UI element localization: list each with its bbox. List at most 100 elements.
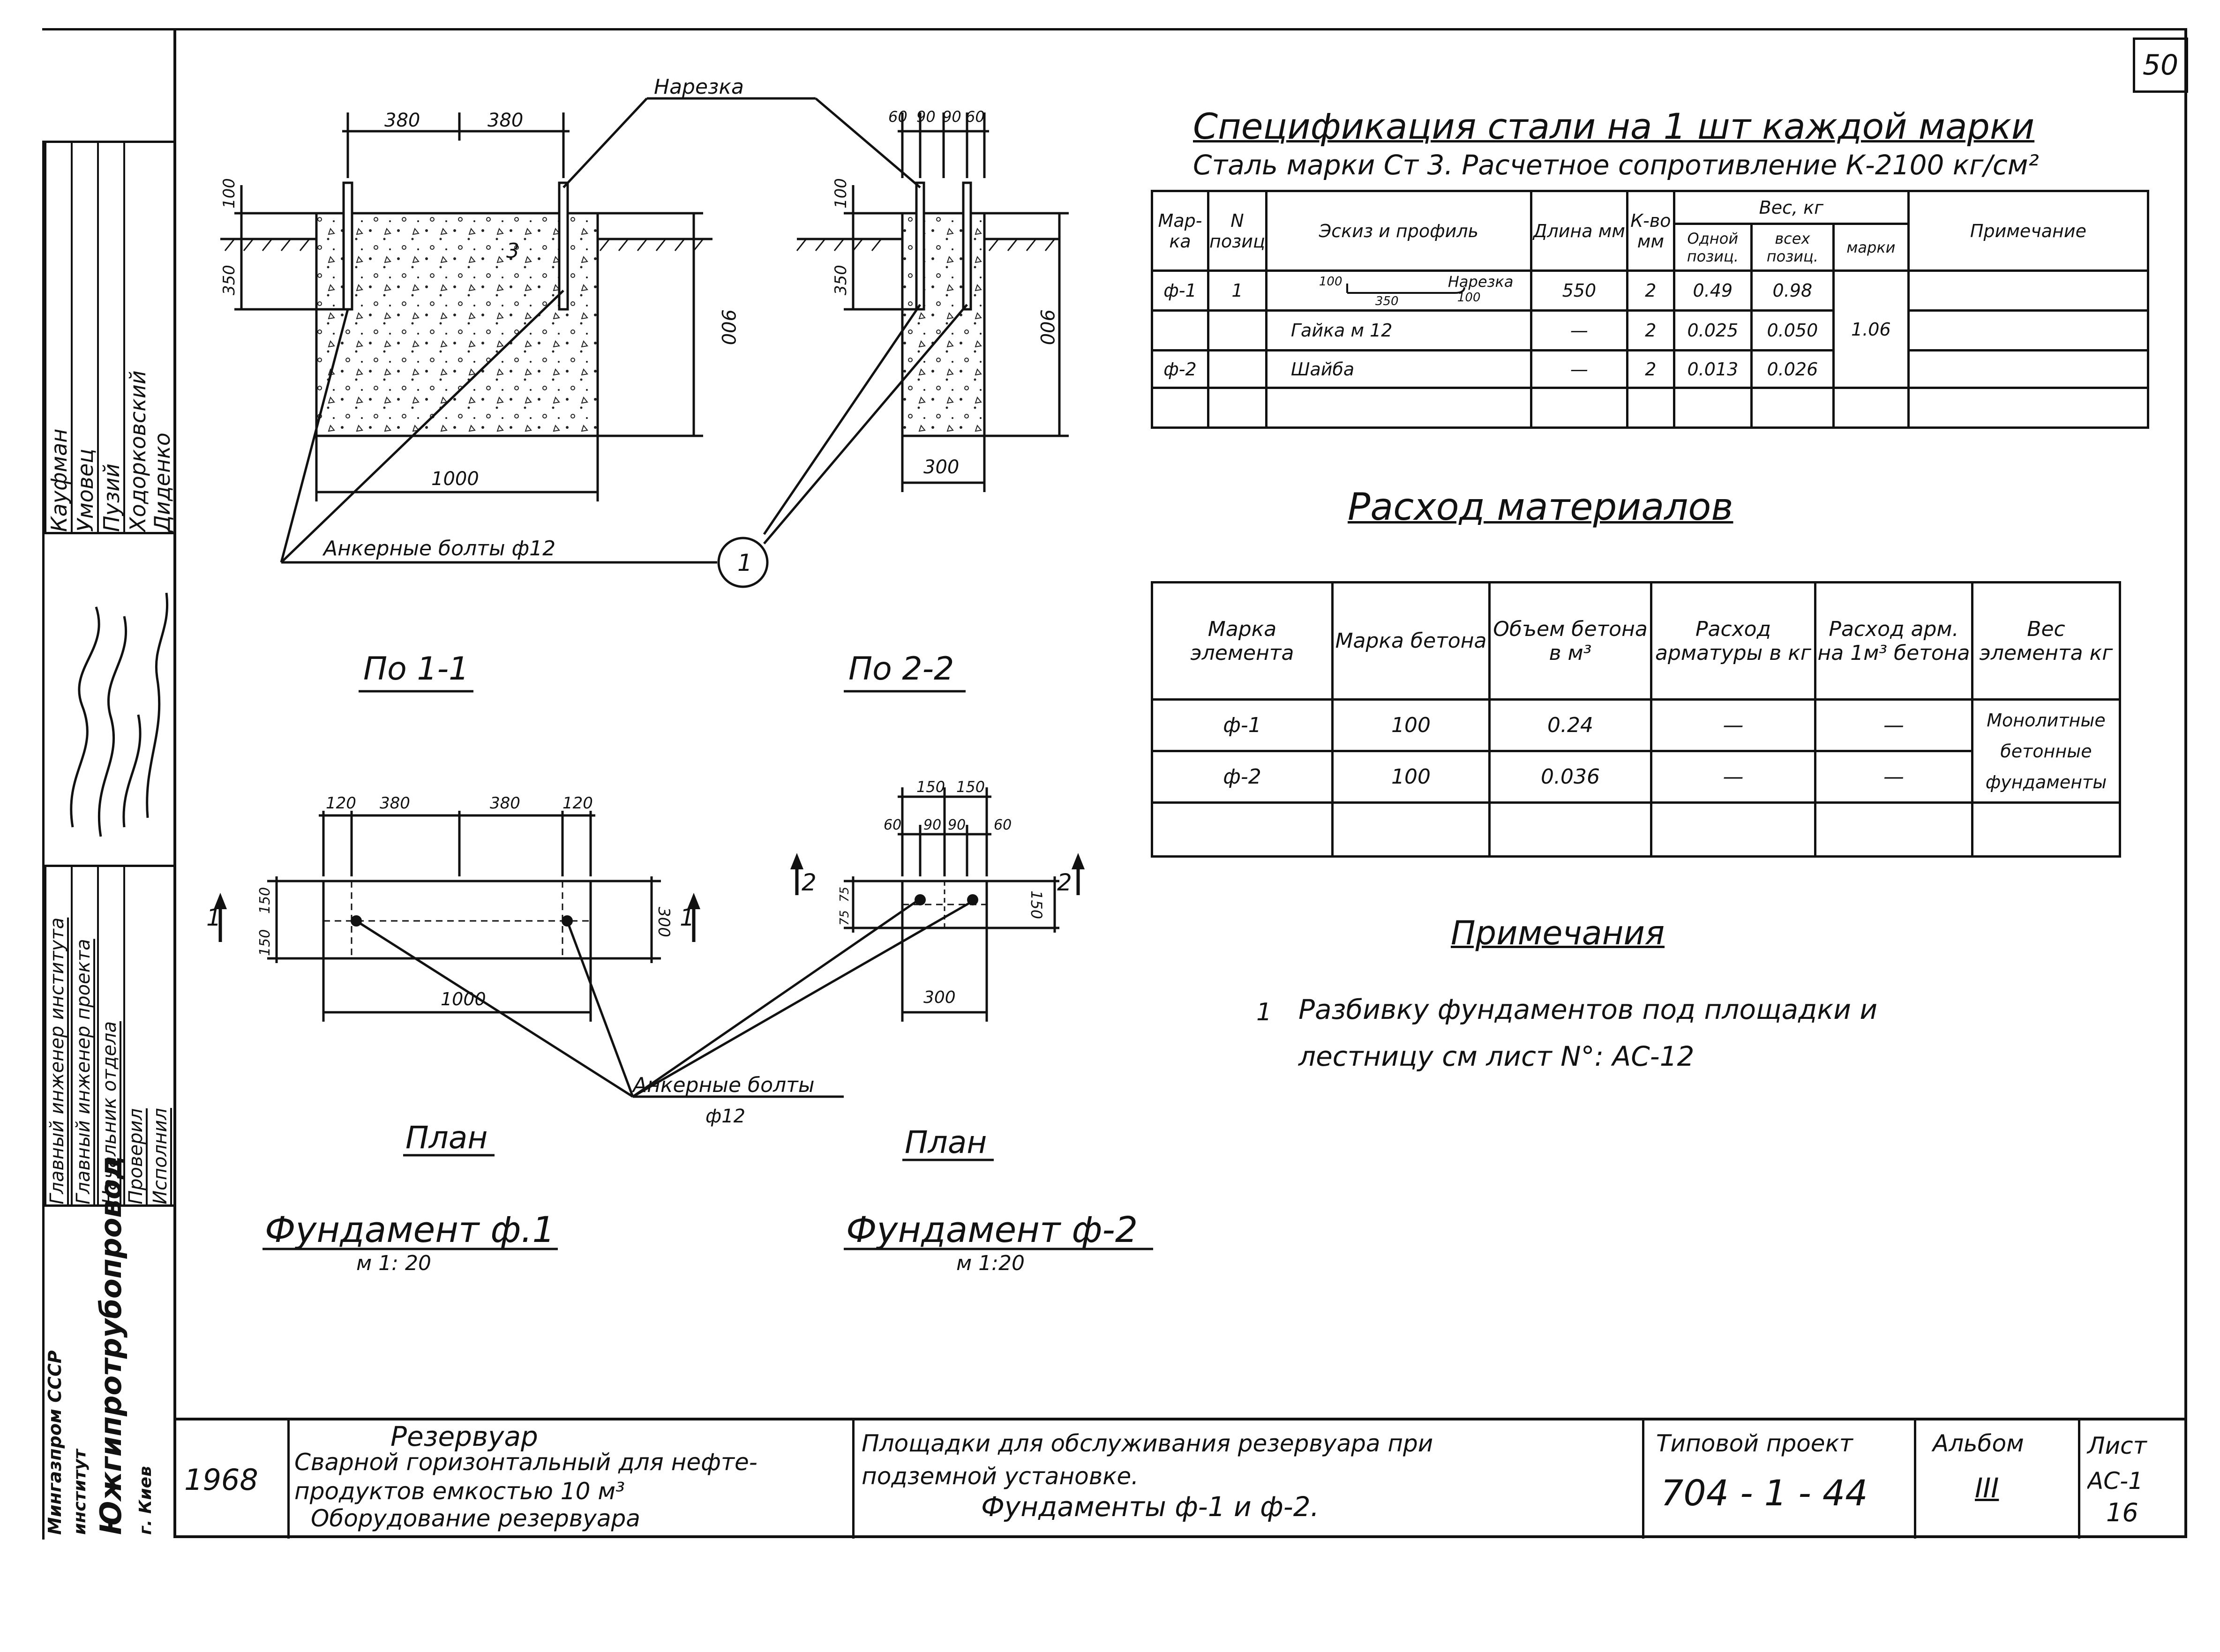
spec-sketch-bolt: 100 Нарезка 350 100: [1265, 269, 1532, 312]
spec-h-weight: Вес, кг: [1672, 190, 1910, 225]
object-desc-1: Сварной горизонтальный для нефте-: [294, 1449, 758, 1476]
spec-mark: [1151, 309, 1209, 351]
stamp-role: Исполнил: [150, 1108, 171, 1204]
steel-spec-table: Мар-ка N позиц Эскиз и профиль Длина мм …: [1151, 190, 2150, 429]
spec-h-note: Примечание: [1907, 190, 2150, 272]
spec-len: 550: [1530, 269, 1628, 312]
section1-body: [315, 212, 599, 437]
bottom-border: [173, 1535, 2187, 1538]
spec-qty: 2: [1626, 349, 1675, 389]
anchor-label-bottom: Анкерные болты: [631, 1073, 815, 1097]
stamp-name: Пузий: [97, 143, 124, 532]
mat-note-3: фундаменты: [1985, 771, 2107, 792]
project-number: 704 - 1 - 44: [1661, 1472, 1868, 1514]
plan1-dim-a: 120: [326, 794, 356, 813]
sketch-dim-100b: 100: [1457, 291, 1481, 305]
sec2-dim-c: 90: [942, 108, 961, 126]
sec1-depth-b: 350: [220, 265, 239, 295]
mat-arm1: —: [1814, 698, 1973, 752]
mat-h-weight: Вес элемента кг: [1971, 581, 2121, 701]
spec-mark: ф-2: [1151, 349, 1209, 389]
plan2-label: План: [905, 1124, 987, 1160]
left-stamp: Кауфман Умовец Пузий Ходорковский Диденк…: [42, 141, 176, 1540]
mat-arm1: —: [1814, 750, 1973, 804]
anchor-dia: ф12: [705, 1106, 745, 1127]
f1-scale: м 1: 20: [356, 1251, 431, 1275]
work-title-1: Площадки для обслуживания резервуара при: [862, 1430, 1433, 1457]
cut1-right: 1: [680, 904, 695, 931]
bolt-1b: [558, 181, 569, 311]
sec1-dim-a: 380: [384, 110, 420, 131]
stamp-role: Главный инженер института: [45, 867, 71, 1204]
mat-note-2: бетонные: [2000, 740, 2092, 762]
stamp-org: Мингазпром СССР институт Южгипротрубопро…: [45, 1156, 176, 1535]
plan2-side-b: 75: [838, 910, 852, 926]
stamp-roles-col: Главный инженер института Главный инжене…: [45, 865, 176, 1207]
plan2-top-b: 150: [956, 778, 985, 796]
sec1-dim-b: 380: [488, 110, 523, 131]
left-border: [173, 28, 176, 1537]
spec-h-mark: Мар-ка: [1151, 190, 1209, 272]
work-title-2: подземной установке.: [862, 1463, 1139, 1490]
spec-pos: [1207, 309, 1268, 351]
sheet-label: Лист: [2087, 1432, 2147, 1459]
sec1-depth-a: 100: [220, 178, 239, 209]
outer-frame-top: [42, 28, 2187, 30]
spec-mark-total: 1.06: [1832, 269, 1910, 389]
table-row: ф-2 100 0.036 — —: [1151, 750, 2120, 804]
plan1-rect: [322, 880, 592, 960]
sec2-dim-b: 90: [916, 108, 936, 126]
stamp-role: Главный инженер проекта: [71, 867, 97, 1204]
plan1-bolt-b: [562, 915, 573, 927]
sketch-cutting: Нарезка: [1448, 273, 1514, 291]
plan1-dim-c: 380: [490, 794, 520, 813]
sec2-dim-a: 60: [888, 108, 908, 126]
mat-vol: 0.036: [1488, 750, 1652, 804]
mat-h-grade: Марка бетона: [1331, 581, 1491, 701]
spec-qty: 2: [1626, 269, 1675, 312]
stamp-name: Диденко: [150, 433, 175, 532]
sec2-depth-c: 900: [1036, 309, 1058, 345]
plan2-depth: 150: [1028, 890, 1045, 919]
mat-el: ф-2: [1151, 750, 1334, 804]
plan1-width: 1000: [441, 989, 486, 1009]
notes-line-1: Разбивку фундаментов под площадки и: [1298, 994, 1878, 1025]
title-block: 1968 Резервуар Сварной горизонтальный дл…: [175, 1418, 2186, 1539]
object-desc-3: Оборудование резервуара: [311, 1505, 640, 1532]
spec-h-pos: N позиц: [1207, 190, 1268, 272]
notes-line-2: лестницу см лист N°: АС-12: [1298, 1040, 1695, 1072]
work-title-3: Фундаменты ф-1 и ф-2.: [981, 1491, 1320, 1523]
album-number: III: [1975, 1472, 1999, 1504]
stamp-org-line1: Мингазпром СССР: [45, 1350, 65, 1535]
sec2-dim-d: 60: [966, 108, 985, 126]
spec-h-all: всех позиц.: [1750, 223, 1835, 272]
stamp-org-line2: институт: [70, 1449, 90, 1535]
plan1-side-b: 150: [257, 929, 273, 956]
cut2-left: 2: [802, 869, 817, 896]
plan2-bolt-a: [915, 894, 926, 905]
section1-title: По 1-1: [363, 650, 469, 688]
spec-h-marktotal: марки: [1832, 223, 1910, 272]
stamp-role: Начальник отдела: [97, 867, 123, 1204]
plan2-width: 300: [923, 988, 956, 1007]
sheet-number: АС-1: [2087, 1467, 2143, 1495]
sketch-dim-100a: 100: [1319, 275, 1342, 289]
sheet-sub: 16: [2106, 1498, 2138, 1527]
spec-subtitle: Сталь марки Ст 3. Расчетное сопротивлени…: [1193, 149, 2039, 181]
spec-len: —: [1530, 309, 1628, 351]
section2-title: По 2-2: [848, 650, 954, 688]
stamp-name: Кауфман: [45, 143, 72, 532]
spec-h-qty: К-во мм: [1626, 190, 1675, 272]
mat-arm: —: [1650, 698, 1816, 752]
object-title: Резервуар: [390, 1420, 538, 1452]
plan1-side-a: 150: [257, 887, 273, 914]
mat-h-arm: Расход арматуры в кг: [1650, 581, 1816, 701]
spec-pos: 1: [1207, 269, 1268, 312]
notes-num: 1: [1256, 998, 1272, 1026]
materials-title: Расход материалов: [1348, 485, 1733, 529]
f2-scale: м 1:20: [956, 1251, 1025, 1275]
plan2-side-a: 75: [838, 887, 852, 902]
spec-all: 0.026: [1750, 349, 1835, 389]
stamp-names-col: Кауфман Умовец Пузий Ходорковский Диденк…: [45, 143, 176, 534]
stamp-name: Ходорковский: [123, 143, 150, 532]
